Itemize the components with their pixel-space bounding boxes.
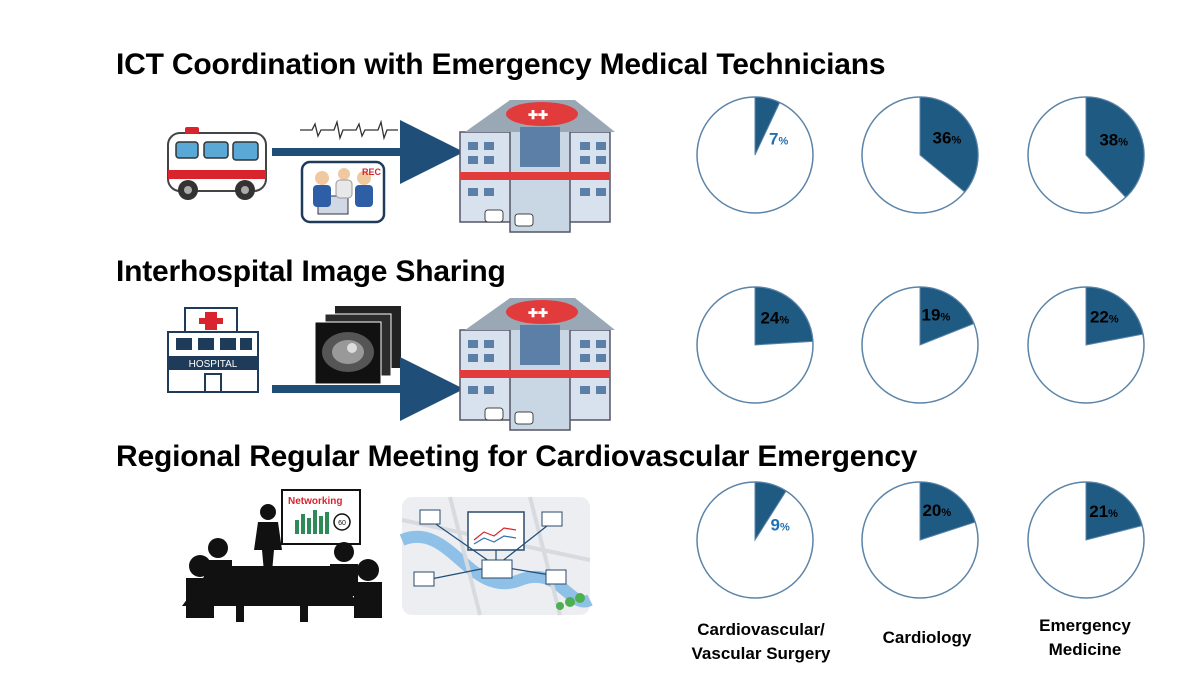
- illustrations: REC ✚✚ HOSPITAL: [167, 100, 615, 622]
- ecg-wave-icon: [300, 119, 398, 141]
- emt-monitor-icon: REC: [300, 160, 386, 224]
- pie-chart-row2-emergency-medicine: 22%: [1027, 286, 1145, 404]
- pie-chart-row1-cardiology: 36%: [861, 96, 979, 214]
- pie-value-slice: [754, 481, 787, 542]
- pie-value-slice: [1085, 96, 1145, 198]
- section-title-image-sharing: Interhospital Image Sharing: [116, 255, 506, 288]
- pie-value-label: 38%: [1099, 130, 1128, 149]
- section-title-ict: ICT Coordination with Emergency Medical …: [116, 48, 886, 81]
- pie-value-slice: [919, 481, 976, 541]
- pie-value-label: 20%: [922, 501, 951, 520]
- pie-value-label: 24%: [760, 309, 789, 328]
- svg-text:HOSPITAL: HOSPITAL: [189, 359, 238, 370]
- pie-chart-row2-cardiovascular-surgery: 24%: [696, 286, 814, 404]
- svg-text:60: 60: [338, 520, 346, 527]
- pie-chart-row1-cardiovascular-surgery: 7%: [696, 96, 814, 214]
- pie-value-slice: [919, 286, 975, 346]
- svg-text:✚✚: ✚✚: [528, 108, 548, 122]
- column-label-emergency-medicine: Emergency Medicine: [1039, 616, 1131, 659]
- pie-value-label: 9%: [770, 516, 789, 535]
- pie-value-slice: [1085, 481, 1143, 541]
- pie-chart-row2-cardiology: 19%: [861, 286, 979, 404]
- pie-chart-row3-emergency-medicine: 21%: [1027, 481, 1145, 599]
- svg-text:✚✚: ✚✚: [528, 306, 548, 320]
- hospital-icon: HOSPITAL: [167, 307, 259, 393]
- ambulance-icon: [167, 127, 267, 200]
- emergency-center-icon: ✚✚: [459, 298, 615, 431]
- pie-chart-row1-emergency-medicine: 38%: [1027, 96, 1145, 214]
- pie-value-label: 7%: [769, 130, 788, 149]
- pie-chart-row3-cardiovascular-surgery: 9%: [696, 481, 814, 599]
- pie-value-slice: [754, 96, 781, 156]
- pie-value-label: 36%: [933, 128, 962, 147]
- section-title-regional-meeting: Regional Regular Meeting for Cardiovascu…: [116, 440, 918, 473]
- pie-value-slice: [919, 96, 979, 193]
- pie-value-label: 22%: [1090, 307, 1119, 326]
- regional-map-icon: [399, 496, 593, 616]
- meeting-icon: Networking 60: [182, 489, 382, 622]
- pie-value-label: 21%: [1089, 502, 1118, 521]
- pie-chart-row3-cardiology: 20%: [861, 481, 979, 599]
- pie-value-slice: [1085, 286, 1144, 346]
- column-label-cardiovascular-surgery: Cardiovascular/ Vascular Surgery: [691, 620, 831, 663]
- pie-value-slice: [754, 286, 814, 346]
- ct-image-stack-icon: [314, 306, 401, 385]
- svg-text:REC: REC: [362, 167, 382, 177]
- emergency-center-icon: ✚✚: [459, 100, 615, 233]
- pie-value-label: 19%: [922, 306, 951, 325]
- column-label-cardiology: Cardiology: [882, 628, 972, 647]
- svg-text:Networking: Networking: [288, 496, 342, 507]
